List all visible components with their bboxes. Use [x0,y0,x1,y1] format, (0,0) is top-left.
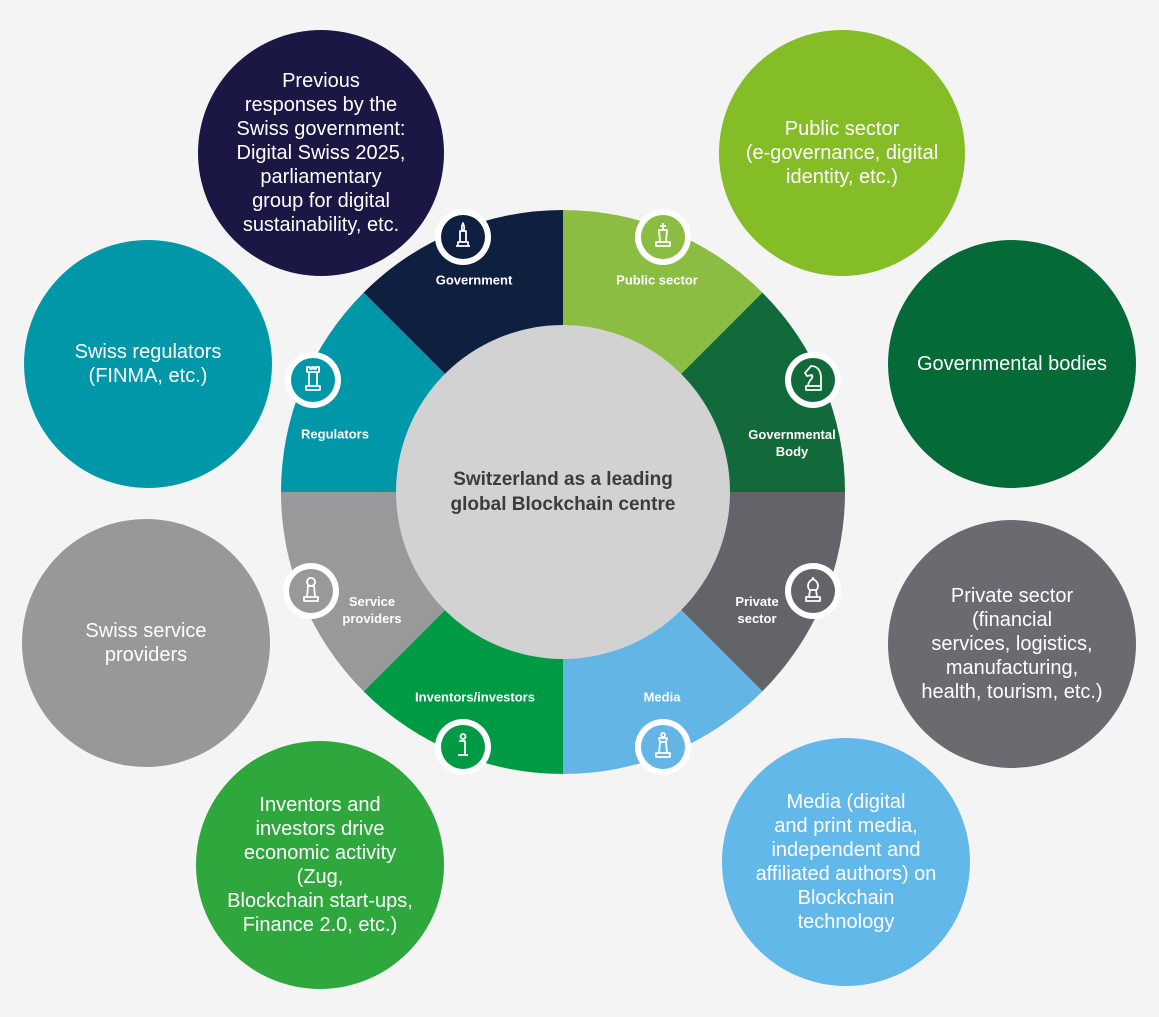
king-chess-icon [635,209,691,265]
bubble-inventors-investors: Inventors and investors drive economic a… [196,741,444,989]
segment-label-government: Government [435,272,513,288]
bubble-inventors-investors-text: Inventors and investors drive economic a… [227,794,413,936]
segment-label-regulators: Regulators [301,426,369,442]
center-circle: Switzerland as a leading global Blockcha… [396,325,730,659]
queen-chess-icon [635,719,691,775]
bubble-governmental-bodies-text: Governmental bodies [916,353,1108,375]
bubble-media-text: Media (digital and print media, independ… [755,791,937,933]
pawn-chess-icon [283,563,339,619]
bubble-previous-responses: Previous responses by the Swiss governme… [198,30,444,276]
bubble-private-sector-text: Private sector (financial services, logi… [921,585,1103,703]
bubble-public-sector-text: Public sector (e-governance, digital ide… [745,118,939,188]
bubble-regulators: Swiss regulators (FINMA, etc.) [24,240,272,488]
bubble-regulators-text: Swiss regulators (FINMA, etc.) [74,341,222,387]
bubble-private-sector: Private sector (financial services, logi… [888,520,1136,768]
center-title: Switzerland as a leading global Blockcha… [450,469,676,515]
bubble-governmental-bodies: Governmental bodies [888,240,1136,488]
segment-label-inventors-investors: Inventors/investors [415,689,535,705]
bubble-previous-responses-text: Previous responses by the Swiss governme… [236,70,406,236]
knight-chess-icon [785,352,841,408]
segment-label-service-providers: Service providers [342,594,402,626]
segment-label-private-sector: Private sector [735,594,779,626]
segment-label-governmental-body: Governmental Body [748,427,836,459]
segment-label-public-sector: Public sector [616,272,698,288]
rook-chess-icon [285,352,341,408]
info-icon [435,719,491,775]
bubble-service-providers-text: Swiss service providers [85,620,207,666]
candle-icon [435,209,491,265]
bubble-public-sector: Public sector (e-governance, digital ide… [719,30,965,276]
bubble-service-providers: Swiss service providers [22,519,270,767]
bubble-media: Media (digital and print media, independ… [722,738,970,986]
bishop-chess-icon [785,563,841,619]
segment-label-media: Media [643,689,681,705]
